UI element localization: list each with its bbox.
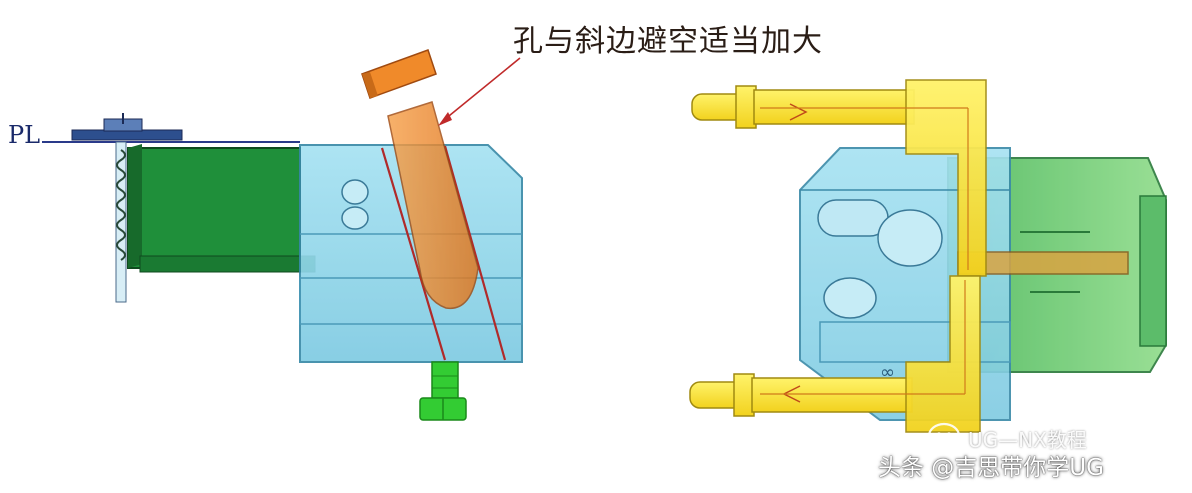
cooling-fitting-top [691, 79, 987, 277]
cooling-fitting-bottom [689, 275, 981, 433]
spring [115, 141, 127, 303]
watermark-chat-icon [927, 422, 972, 458]
slider-hole-1 [341, 179, 369, 205]
watermark-account: 头条 @吉思带你学UG [878, 455, 1104, 481]
right-view: ∞ [689, 79, 1167, 433]
right-slider-bore [877, 209, 943, 267]
right-slider-channel-1 [817, 199, 889, 237]
right-green-face [1139, 195, 1167, 347]
annotation-text: 孔与斜边避空适当加大 [513, 24, 823, 59]
parting-line-label: PL [8, 121, 41, 149]
annotation-arrowhead [438, 112, 452, 126]
green-insert-base [139, 255, 316, 273]
right-slider-hole [823, 277, 877, 319]
bottom-screw [419, 361, 467, 421]
angle-pin [361, 49, 479, 310]
green-insert-side [128, 144, 142, 268]
green-insert [127, 147, 301, 269]
clearance-edge-left [380, 147, 447, 361]
watermark-channel: UG—NX教程 [968, 428, 1087, 452]
clearance-edge-right [443, 145, 507, 361]
left-view [42, 49, 523, 421]
slider-lower-step [299, 277, 523, 325]
slider-hole-2 [341, 206, 369, 230]
annotation-leader [443, 57, 521, 121]
